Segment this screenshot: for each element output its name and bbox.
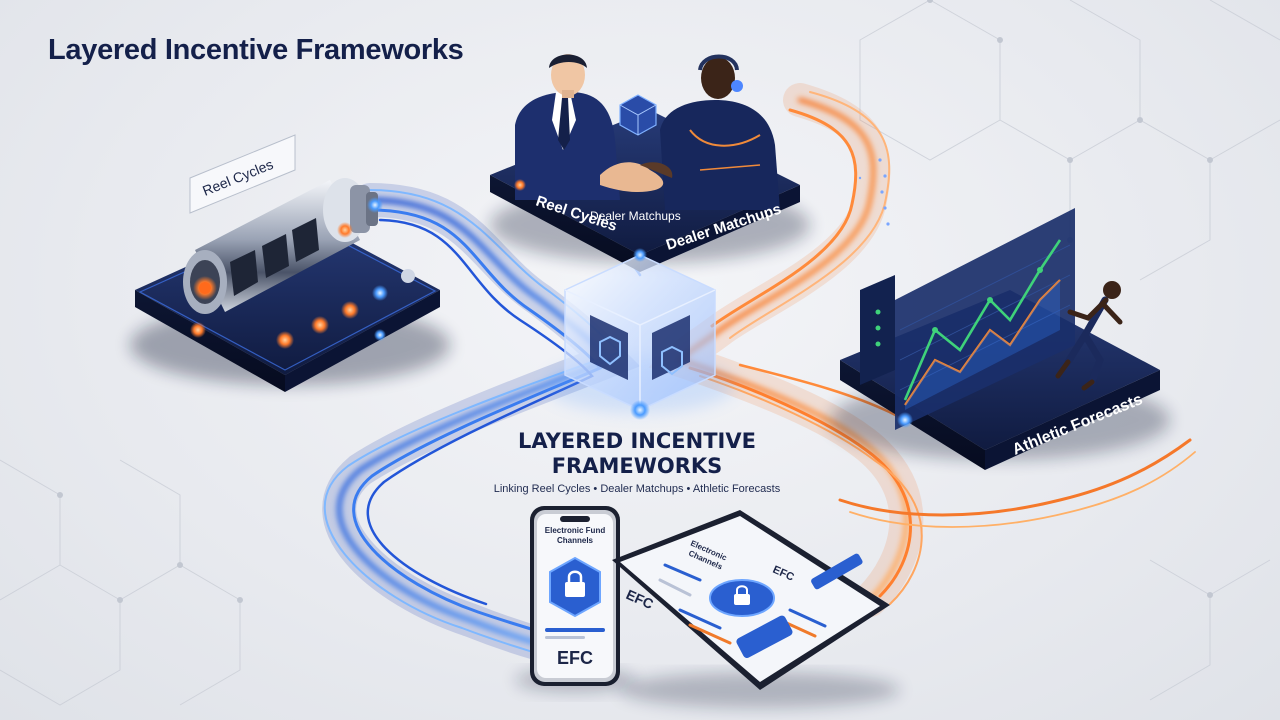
handshake-icon [600,162,673,193]
reel-cycles-node: Reel Cycles [130,134,450,392]
reel-platform [135,215,440,375]
slot-reel-icon [183,178,378,314]
tablet-device: Electronic Channels EFC EFC [612,510,900,708]
phone-header-line1: Electronic Fund [545,526,606,535]
hub-caption: LAYERED INCENTIVE FRAMEWORKS Linking Ree… [494,429,781,495]
dealer-matchups-node: Reel Cycles Dealer Matchups Dealer Match… [490,54,810,272]
hub-title-line1: LAYERED INCENTIVE [518,429,756,453]
runner-icon [1055,281,1123,391]
hub-title-line2: FRAMEWORKS [552,454,723,478]
phone-device: Electronic Fund Channels EFC [515,506,635,692]
dealer-headset-icon [698,54,739,71]
flow-particles [858,158,890,226]
forecast-chart-panel [860,208,1075,430]
hub-subtitle: Linking Reel Cycles • Dealer Matchups • … [494,483,781,495]
dealer-platform-label-dealer-small: Dealer Matchups [590,209,681,223]
phone-header-line2: Channels [557,536,594,545]
hub-cube-icon [545,248,735,420]
junction-glows [367,179,913,428]
dealer-cube-emblem [619,94,657,136]
athletic-forecasts-node: Athletic Forecasts [830,208,1170,470]
page-title: Layered Incentive Frameworks [48,34,464,66]
dealer-figure [660,54,780,210]
reel-buttons [190,269,415,349]
reel-cycles-tag: Reel Cycles [189,134,296,214]
lock-icon [549,556,601,618]
businessman-figure [515,54,620,200]
tablet-lock-icon [709,579,775,617]
shield-icon [599,335,683,376]
phone-brand: EFC [557,648,593,668]
